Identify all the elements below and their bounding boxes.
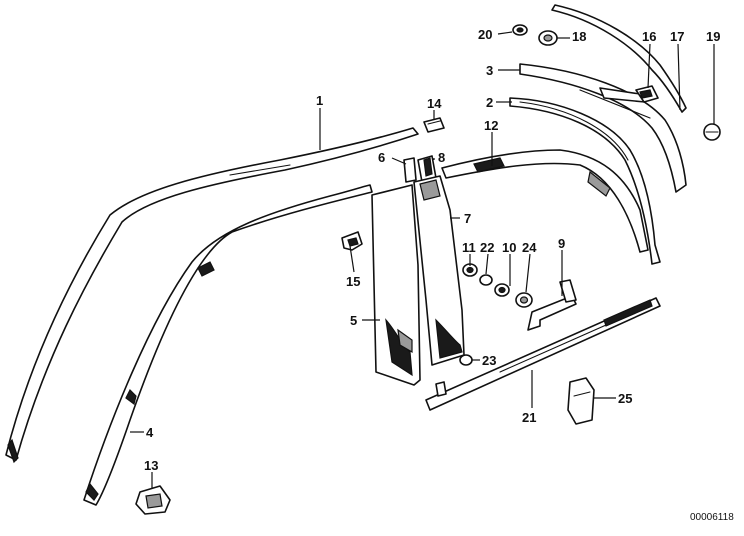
part-5-trim-panel[interactable] <box>371 184 421 386</box>
part-23-cap[interactable] <box>459 354 473 366</box>
callout-13: 13 <box>144 458 158 473</box>
callout-23: 23 <box>482 353 496 368</box>
part-25-end-cap[interactable] <box>567 377 595 425</box>
callout-12: 12 <box>484 118 498 133</box>
part-17-weatherstrip[interactable] <box>551 4 687 113</box>
callout-5: 5 <box>350 313 357 328</box>
part-3-channel[interactable] <box>519 63 687 193</box>
part-16-clip[interactable] <box>635 85 659 103</box>
callout-6: 6 <box>378 150 385 165</box>
callout-25: 25 <box>618 391 632 406</box>
part-10-washer[interactable] <box>494 283 510 297</box>
callout-15: 15 <box>346 274 360 289</box>
callout-16: 16 <box>642 29 656 44</box>
callout-9: 9 <box>558 236 565 251</box>
part-1-moulding[interactable] <box>5 127 419 464</box>
callout-2: 2 <box>486 95 493 110</box>
callout-7: 7 <box>464 211 471 226</box>
part-22-washer[interactable] <box>479 274 493 286</box>
leader-lines <box>130 31 715 488</box>
part-9-bracket[interactable] <box>527 279 577 331</box>
part-15-bracket[interactable] <box>341 231 363 251</box>
part-7-trim[interactable] <box>413 175 465 366</box>
callout-11: 11 <box>462 240 476 255</box>
part-4-moulding[interactable] <box>83 184 373 506</box>
callout-4: 4 <box>146 425 154 440</box>
part-12-moulding[interactable] <box>441 149 649 253</box>
document-number: 00006118 <box>690 512 734 523</box>
callout-14: 14 <box>427 96 442 111</box>
callout-labels: 1 2 3 4 5 6 7 8 9 10 11 12 13 14 15 16 1… <box>144 27 720 473</box>
part-18-grommet[interactable] <box>538 30 558 46</box>
callout-3: 3 <box>486 63 493 78</box>
callout-24: 24 <box>522 240 537 255</box>
callout-22: 22 <box>480 240 494 255</box>
part-2-channel[interactable] <box>509 97 661 265</box>
callout-20: 20 <box>478 27 492 42</box>
part-24-nut[interactable] <box>515 292 533 308</box>
callout-10: 10 <box>502 240 516 255</box>
callout-1: 1 <box>316 93 323 108</box>
part-20-nut[interactable] <box>512 24 528 36</box>
part-13-clip[interactable] <box>135 485 171 515</box>
part-14-clip[interactable] <box>423 117 445 133</box>
callout-21: 21 <box>522 410 536 425</box>
callout-17: 17 <box>670 29 684 44</box>
part-19-screw[interactable] <box>703 123 721 141</box>
part-6-cap[interactable] <box>403 157 417 183</box>
callout-8: 8 <box>438 150 445 165</box>
callout-19: 19 <box>706 29 720 44</box>
callout-18: 18 <box>572 29 586 44</box>
part-21-sill[interactable] <box>425 297 661 411</box>
